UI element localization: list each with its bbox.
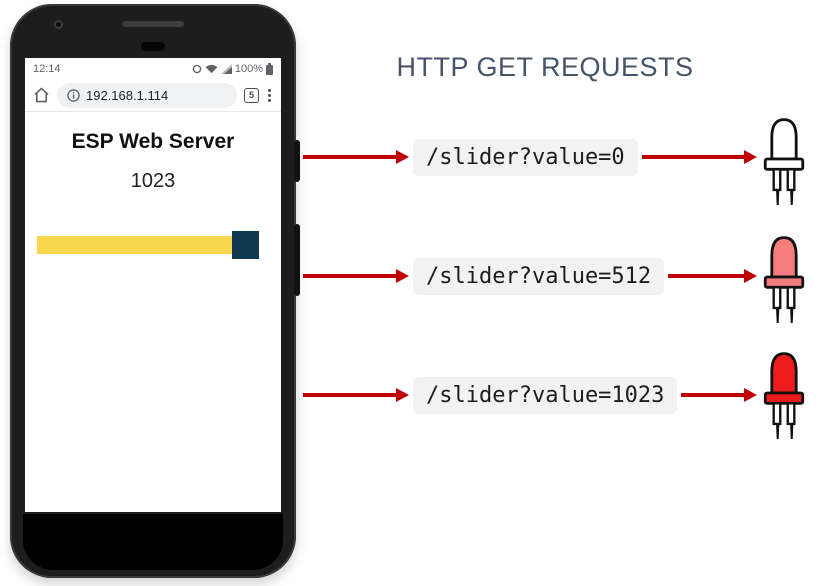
get-request-label: /slider?value=1023: [413, 376, 678, 414]
page-title: ESP Web Server: [71, 130, 235, 153]
browser-toolbar: 192.168.1.114 5: [25, 79, 281, 112]
led-dim-icon: [754, 230, 814, 324]
url-bar[interactable]: 192.168.1.114: [57, 82, 237, 108]
front-camera-icon: [54, 20, 63, 29]
slider-value-readout: 1023: [130, 170, 176, 192]
slider-track[interactable]: [37, 236, 253, 254]
earpiece-speaker: [122, 21, 184, 27]
request-row-0: /slider?value=0: [303, 135, 757, 179]
home-button[interactable]: [33, 87, 50, 103]
power-button: [294, 140, 300, 182]
phone-mockup: 12:14 100%: [10, 4, 300, 578]
wifi-icon: [205, 64, 218, 73]
browser-menu-button[interactable]: [266, 87, 273, 104]
url-text: 192.168.1.114: [86, 87, 169, 103]
arrow-right-icon: [303, 269, 409, 283]
arrow-right-icon: [303, 150, 409, 164]
battery-percent-label: 100%: [234, 62, 263, 75]
request-row-2: /slider?value=1023: [303, 373, 757, 417]
led-bright-icon: [754, 346, 814, 440]
slider-thumb[interactable]: [232, 231, 259, 259]
arrow-right-icon: [641, 150, 757, 164]
arrow-right-icon: [681, 388, 757, 402]
arrow-right-icon: [303, 388, 409, 402]
page-info-icon: [67, 88, 80, 102]
home-icon: [34, 87, 49, 103]
status-time: 12:14: [33, 62, 61, 75]
bottom-bezel: [23, 514, 283, 570]
tab-count: 5: [248, 90, 254, 100]
led-off-icon: [754, 112, 814, 206]
get-request-label: /slider?value=0: [413, 138, 638, 176]
status-bar: 12:14 100%: [25, 58, 281, 79]
battery-icon: [266, 62, 273, 75]
brightness-slider[interactable]: [37, 231, 267, 259]
cell-signal-icon: [220, 63, 232, 74]
diagram-title: HTTP GET REQUESTS: [396, 52, 694, 82]
sensor-notch: [141, 42, 165, 51]
request-row-1: /slider?value=512: [303, 254, 757, 298]
alarm-icon: [192, 64, 202, 73]
tab-switcher-button[interactable]: 5: [244, 87, 259, 103]
phone-screen: 12:14 100%: [25, 58, 281, 512]
get-request-label: /slider?value=512: [413, 257, 665, 295]
arrow-right-icon: [668, 269, 757, 283]
volume-button: [294, 224, 300, 296]
